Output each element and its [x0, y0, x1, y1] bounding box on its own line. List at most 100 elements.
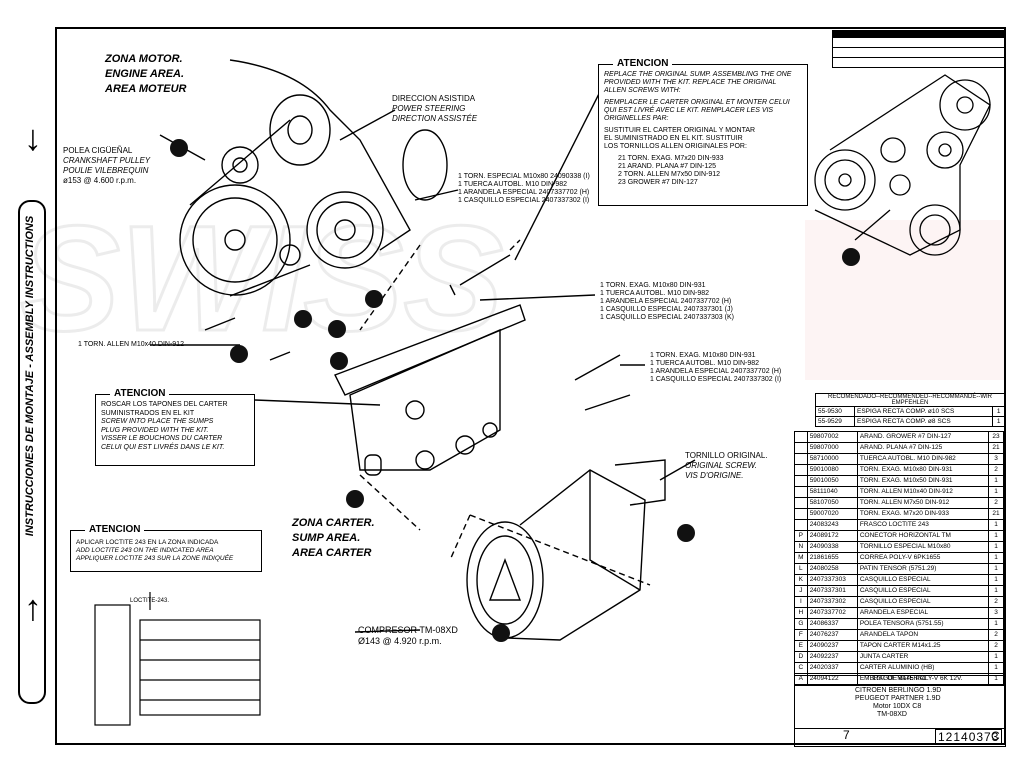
bolt-group-1: 1 TORN. ESPECIAL M10x80 24090338 (I) 1 T… [458, 173, 590, 205]
part-qty: 1 [988, 651, 1004, 663]
part-letter [794, 486, 808, 498]
attention-bottom-line: ADD LOCTITE 243 ON THE INDICATED AREA [76, 547, 214, 554]
watermark: SWISS [19, 220, 1005, 380]
part-letter: H [794, 607, 808, 619]
list-of-material: LIST OF MATERIAL [795, 676, 1005, 686]
attention-bottom-box: ATENCION APLICAR LOCTITE 243 EN LA ZONA … [70, 524, 262, 572]
callout-dot [492, 624, 510, 642]
part-qty: 1 [988, 585, 1004, 597]
part-qty: 1 [988, 530, 1004, 542]
pulley-label: POLEA CIGÜEÑAL CRANKSHAFT PULLEY POULIE … [63, 146, 150, 186]
part-qty: 1 [988, 662, 1004, 674]
attention-top-line: REPLACE THE ORIGINAL SUMP. ASSEMBLING TH… [604, 71, 792, 78]
attention-top-line: REMPLACER LE CARTER ORIGINAL ET MONTER C… [604, 99, 790, 106]
group3-line: 1 ARANDELA ESPECIAL 2407337702 (H) [650, 368, 782, 375]
part-qty: 2 [988, 640, 1004, 652]
part-code: 58111040 [806, 486, 858, 498]
part-qty: 1 [988, 486, 1004, 498]
part-qty: 2 [988, 596, 1004, 608]
sheet-number: 7 [843, 728, 850, 742]
part-desc: TORN. EXAG. M7x20 DIN-933 [856, 508, 990, 520]
sump-zone-fr: AREA CARTER [292, 547, 372, 559]
group1-line: 1 TUERCA AUTOBL. M10 DIN-982 [458, 181, 568, 188]
attention-mid-line: SCREW INTO PLACE THE SUMPS [101, 418, 214, 425]
part-code: 59010050 [806, 475, 858, 487]
part-letter [794, 442, 808, 454]
callout-dot [365, 290, 383, 308]
part-letter: D [794, 651, 808, 663]
attention-top-line: SUSTITUIR EL CARTER ORIGINAL Y MONTAR [604, 127, 756, 134]
group3-line: 1 CASQUILLO ESPECIAL 2407337302 (I) [650, 376, 782, 383]
pulley-speed: ø153 @ 4.600 r.p.m. [63, 176, 137, 185]
part-letter [794, 497, 808, 509]
pulley-fr: POULIE VILEBREQUIN [63, 166, 149, 175]
part-letter [794, 475, 808, 487]
part-code: 24083243 [806, 519, 858, 531]
attention-bottom-line: APLICAR LOCTITE 243 EN LA ZONA INDICADA [76, 539, 219, 546]
part-desc: CONECTOR HORIZONTAL TM [856, 530, 990, 542]
part-letter [794, 453, 808, 465]
pulley-en: CRANKSHAFT PULLEY [63, 156, 151, 165]
rec-qty: 1 [992, 406, 1005, 417]
attention-top-item: 21 ARAND. PLANA #7 DIN-125 [618, 163, 717, 170]
attention-bottom-title: ATENCION [85, 524, 145, 535]
drawing-sheet [55, 27, 1006, 745]
part-code: 2407337303 [806, 574, 858, 586]
attention-mid-line: VISSER LE BOUCHONS DU CARTER [101, 435, 223, 442]
drawing-number: 12140373 [935, 729, 1003, 745]
part-code: 24020337 [806, 662, 858, 674]
part-desc: TORN. EXAG. M10x50 DIN-931 [856, 475, 990, 487]
group2-line: 1 TUERCA AUTOBL. M10 DIN-982 [600, 290, 710, 297]
part-desc: TORN. ALLEN M10x40 DIN-912 [856, 486, 990, 498]
compressor-speed: Ø143 @ 4.920 r.p.m. [358, 636, 442, 646]
group3-line: 1 TUERCA AUTOBL. M10 DIN-982 [650, 360, 760, 367]
callout-dot [328, 320, 346, 338]
part-desc: CARTER ALUMINIO (HB) [856, 662, 990, 674]
callout-dot [330, 352, 348, 370]
part-desc: TORN. EXAG. M10x80 DIN-931 [856, 464, 990, 476]
rec-desc: ESPIGA RECTA COMP. ø8 SCS [854, 416, 994, 427]
svg-text:SWISS: SWISS [20, 220, 503, 362]
pulley-es: POLEA CIGÜEÑAL [63, 146, 133, 155]
recommended-row: 55-9529 ESPIGA RECTA COMP. ø8 SCS 1 [814, 416, 1005, 427]
arrow-up-icon: ↑ [24, 587, 42, 628]
engine-zone-fr: AREA MOTEUR [105, 83, 187, 95]
part-qty: 1 [988, 475, 1004, 487]
arrow-down-icon: ↓ [24, 117, 42, 158]
recommended-row: 55-9530 ESPIGA RECTA COMP. ø10 SCS 1 [814, 406, 1005, 417]
part-desc: JUNTA CARTER [856, 651, 990, 663]
part-letter: G [794, 618, 808, 630]
steering-fr: DIRECTION ASSISTÉE [392, 114, 478, 123]
screw-es: TORNILLO ORIGINAL. [685, 451, 768, 460]
attention-top-line: PROVIDED WITH THE KIT. REPLACE THE ORIGI… [604, 79, 777, 86]
callout-dot [677, 524, 695, 542]
part-qty: 1 [988, 563, 1004, 575]
group1-line: 1 ARANDELA ESPECIAL 2407337702 (H) [458, 189, 590, 196]
part-desc: TORN. ALLEN M7x50 DIN-912 [856, 497, 990, 509]
sump-zone-en: SUMP AREA. [292, 532, 361, 544]
recommended-table: RECOMENDADO--RECOMMENDED--RECOMMANDÉ--WI… [814, 393, 1005, 427]
loctite-label: LOCTITE-243. [130, 598, 170, 604]
screw-en: ORIGINAL SCREW. [685, 461, 758, 470]
part-letter: J [794, 585, 808, 597]
part-letter: P [794, 530, 808, 542]
revision-letter: C [991, 729, 1000, 743]
compressor-label: COMPRESOR TM-08XD Ø143 @ 4.920 r.p.m. [358, 625, 458, 647]
part-qty: 1 [988, 618, 1004, 630]
part-letter: F [794, 629, 808, 641]
steering-label: DIRECCION ASISTIDA POWER STEERING DIRECT… [392, 94, 477, 124]
part-code: 2407337302 [806, 596, 858, 608]
attention-mid-line: SUMINISTRADOS EN EL KIT [101, 409, 195, 417]
revision-block [832, 30, 1006, 68]
part-qty: 2 [988, 464, 1004, 476]
attention-top-box: ATENCION REPLACE THE ORIGINAL SUMP. ASSE… [598, 58, 808, 206]
